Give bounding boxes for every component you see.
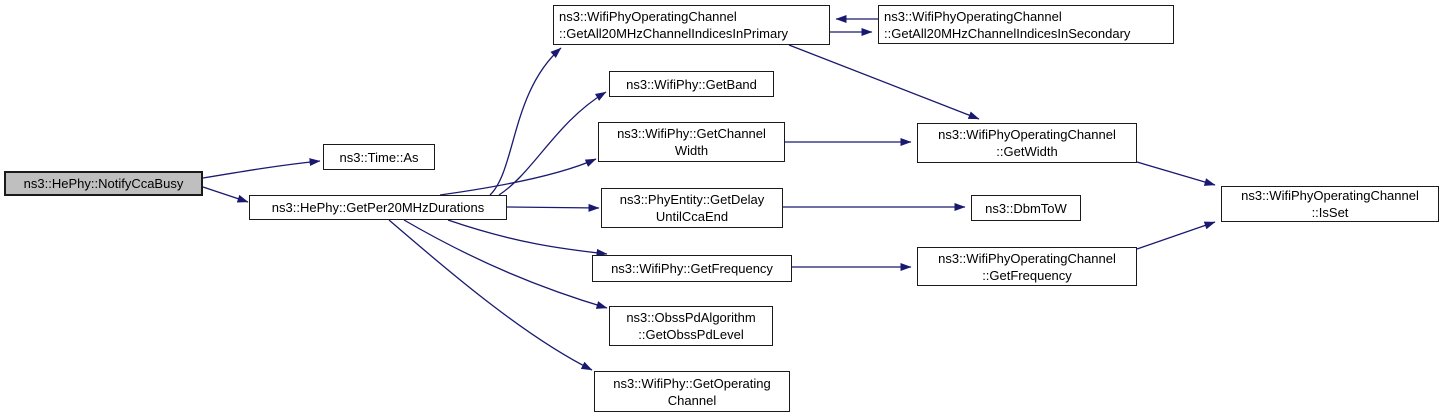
node-get-delay-until-cca-end[interactable]: ns3::PhyEntity::GetDelay UntilCcaEnd [601,188,783,228]
node-wifiphy-get-frequency[interactable]: ns3::WifiPhy::GetFrequency [592,255,792,282]
node-label-line2: Channel [667,392,717,408]
node-label-line2: ::GetFrequency [982,267,1072,283]
node-operating-channel-get-frequency[interactable]: ns3::WifiPhyOperatingChannel ::GetFreque… [917,247,1137,286]
node-label-line1: ns3::WifiPhyOperatingChannel [938,250,1116,266]
node-label-line1: ns3::WifiPhy::GetChannel [617,126,766,141]
node-label: ns3::DbmToW [985,200,1067,216]
edge-getper20mhzdurations-to-getall20primary [489,47,562,196]
edge-getall20primary-to-getwidth [788,44,980,120]
node-label-line2: ::GetAll20MHzChannelIndicesInSecondary [884,25,1131,41]
node-label: ns3::WifiPhy::GetBand [626,76,757,92]
node-get-operating-channel[interactable]: ns3::WifiPhy::GetOperating Channel [594,371,790,412]
node-label: ns3::WifiPhy::GetFrequency [611,261,773,276]
node-get-obss-pd-level[interactable]: ns3::ObssPdAlgorithm ::GetObssPdLevel [609,306,773,346]
node-label: ns3::HePhy::NotifyCcaBusy [23,176,184,191]
node-time-as[interactable]: ns3::Time::As [323,144,435,170]
node-label-line1: ns3::PhyEntity::GetDelay [619,192,765,207]
node-label-line2: UntilCcaEnd [655,209,729,224]
node-label-line2: ::GetObssPdLevel [638,327,744,342]
node-label-line2: ::GetAll20MHzChannelIndicesInPrimary [559,26,789,41]
node-get-all20mhz-indices-in-primary[interactable]: ns3::WifiPhyOperatingChannel ::GetAll20M… [553,5,830,45]
node-get-all20mhz-indices-in-secondary[interactable]: ns3::WifiPhyOperatingChannel ::GetAll20M… [878,5,1174,44]
node-label-line2: ::GetWidth [996,144,1058,159]
node-label-line1: ns3::WifiPhyOperatingChannel [938,127,1116,142]
node-get-channel-width[interactable]: ns3::WifiPhy::GetChannel Width [598,122,785,162]
node-label-line1: ns3::WifiPhy::GetOperating [613,375,771,391]
edge-getper20mhzdurations-to-getdelayuntilccaend [506,203,600,212]
node-is-set[interactable]: ns3::WifiPhyOperatingChannel ::IsSet [1221,186,1439,222]
node-get-per20mhz-durations[interactable]: ns3::HePhy::GetPer20MHzDurations [249,195,507,220]
edge-getper20mhzdurations-to-getoperatingchannel [388,219,593,371]
node-get-band[interactable]: ns3::WifiPhy::GetBand [609,71,774,97]
node-label-line1: ns3::WifiPhyOperatingChannel [559,9,737,24]
node-notify-cca-busy: ns3::HePhy::NotifyCcaBusy [4,171,203,196]
node-label-line1: ns3::WifiPhyOperatingChannel [1241,188,1419,203]
node-label: ns3::Time::As [339,149,419,165]
edge-getper20mhzdurations-to-wifiphygetfrequency [447,219,608,257]
node-label-line2: ::IsSet [1311,205,1349,220]
node-label-line1: ns3::ObssPdAlgorithm [626,310,756,325]
edge-getwidth-to-isset [1136,161,1216,186]
edge-notifyccabusy-to-getper20mhzdurations [202,186,249,203]
edge-getper20mhzdurations-to-getobsspdlevel [403,219,608,309]
node-dbm-to-w[interactable]: ns3::DbmToW [971,195,1081,221]
edge-getper20mhzdurations-to-getchannelwidth [439,158,597,196]
node-label-line2: Width [674,143,709,158]
edge-opchangetfrequency-to-isset [1136,221,1216,250]
edge-notifyccabusy-to-timeas [202,158,321,179]
edge-getper20mhzdurations-to-getband [498,91,607,196]
node-label: ns3::HePhy::GetPer20MHzDurations [271,200,485,215]
node-get-width[interactable]: ns3::WifiPhyOperatingChannel ::GetWidth [917,123,1137,163]
node-label-line1: ns3::WifiPhyOperatingChannel [884,8,1062,24]
